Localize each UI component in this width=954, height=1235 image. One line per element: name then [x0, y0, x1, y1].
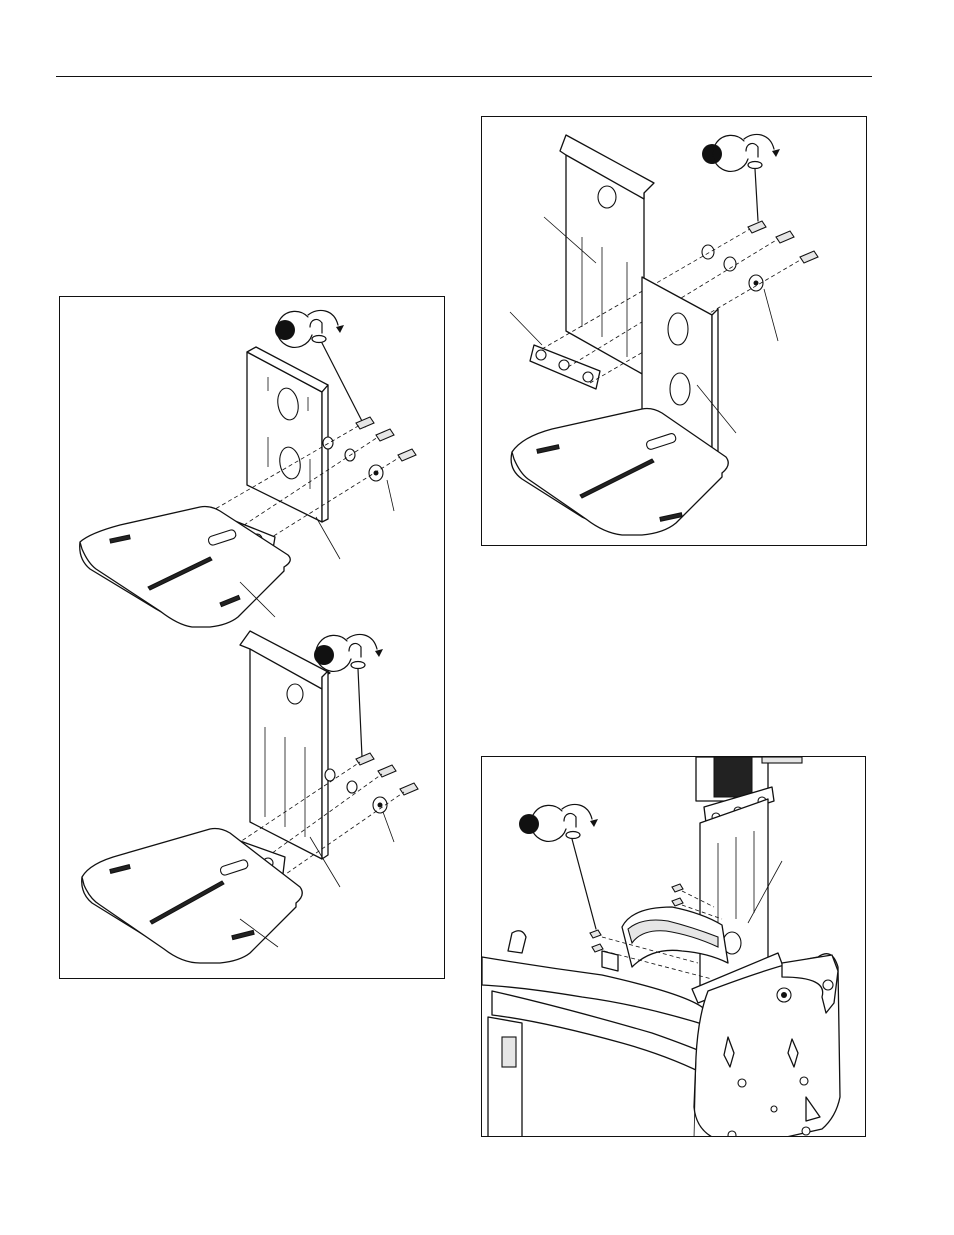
hardware-bolts — [325, 753, 418, 813]
hardware-bolts — [702, 221, 818, 291]
arm-assembly — [482, 907, 728, 1137]
hardware-bolts — [323, 417, 416, 481]
figure-shelf-assembly — [59, 296, 445, 979]
shelf-platform — [82, 829, 303, 964]
header-rule — [56, 76, 872, 77]
figure-bracket-extension — [481, 116, 867, 546]
extension-bracket — [560, 135, 654, 375]
shelf-platform — [80, 507, 291, 628]
figure-mount-to-arm — [481, 756, 866, 1137]
vertical-bracket — [247, 347, 328, 522]
assembly-panel-lower — [82, 631, 418, 963]
wrench-tighten-icon — [519, 804, 598, 929]
clamp-plate — [530, 345, 600, 389]
vertical-bracket — [240, 631, 330, 859]
assembly-panel-upper — [80, 310, 416, 627]
wrench-tighten-icon — [702, 134, 780, 221]
